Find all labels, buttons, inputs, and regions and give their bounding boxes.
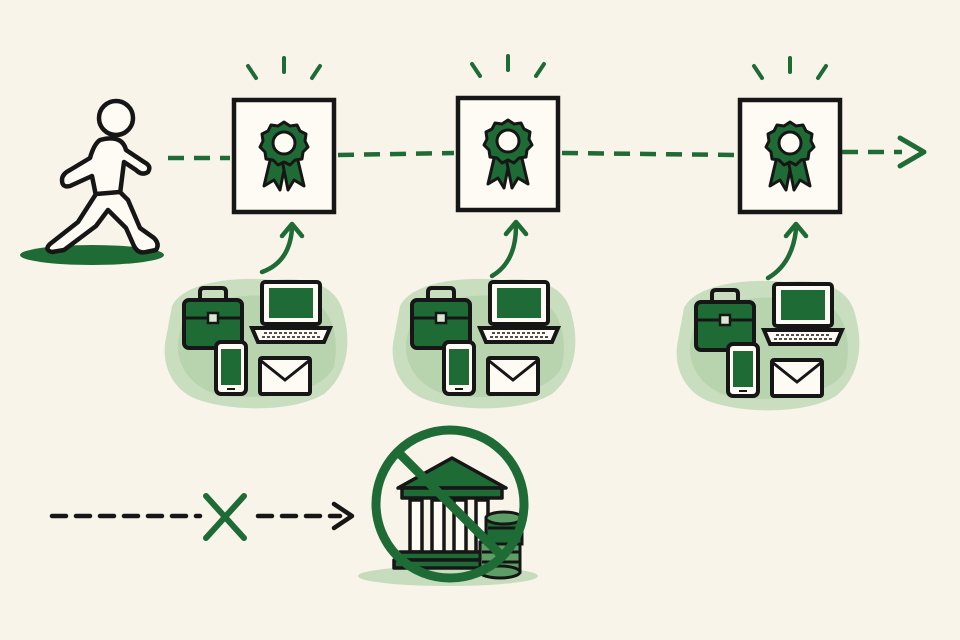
milestone-1	[162, 58, 350, 411]
x-mark-icon	[203, 493, 247, 541]
certificate-ribbon-icon	[740, 58, 840, 212]
work-cluster	[162, 276, 350, 411]
career-path-line	[168, 149, 902, 161]
arrow-right-icon	[897, 135, 927, 169]
arrow-right-icon	[331, 501, 355, 531]
certificate-ribbon-icon	[234, 58, 334, 212]
prohibited-bank	[358, 425, 538, 586]
prohibited-icon	[371, 425, 529, 583]
work-cluster	[390, 276, 578, 411]
milestone-2	[390, 56, 578, 411]
progress-arrow	[765, 227, 799, 281]
walking-person-icon	[45, 98, 160, 255]
work-cluster	[674, 278, 862, 413]
runner-figure	[20, 98, 164, 265]
progress-arrow	[259, 225, 295, 275]
certificate-ribbon-icon	[458, 56, 558, 210]
progress-arrow	[489, 223, 519, 279]
milestone-3	[674, 58, 862, 413]
